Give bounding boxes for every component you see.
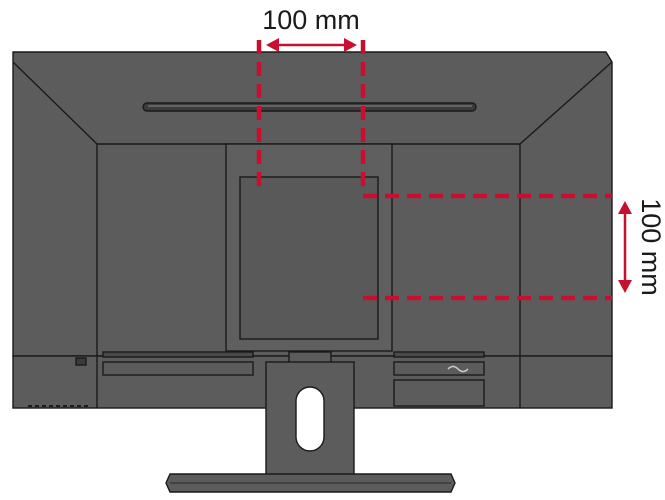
vertical-spacing-label: 100 mm <box>636 198 665 296</box>
vesa-mount-plate <box>239 176 379 340</box>
lock-slot-icon <box>75 357 87 366</box>
vertical-arrow-bottom-head <box>618 280 632 293</box>
cable-management-hole <box>295 386 325 452</box>
horizontal-arrow-left-head <box>266 38 279 52</box>
vesa-dimension-markers <box>256 40 612 301</box>
power-symbol-icon <box>447 365 469 373</box>
power-port-panel <box>393 379 485 407</box>
horizontal-arrow-right-head <box>344 38 357 52</box>
horizontal-spacing-label: 100 mm <box>262 5 360 35</box>
vertical-dimension-arrow <box>618 201 632 293</box>
port-bay-left <box>102 361 254 376</box>
port-bay-right <box>393 361 485 376</box>
port-bay-left-top <box>102 351 254 358</box>
vent-slot <box>142 102 477 112</box>
horizontal-dimension-arrow <box>266 38 357 52</box>
monitor-stand <box>165 351 456 493</box>
vertical-arrow-top-head <box>618 201 632 214</box>
port-bay-right-top <box>393 351 485 358</box>
monitor-back-panel <box>12 51 613 357</box>
